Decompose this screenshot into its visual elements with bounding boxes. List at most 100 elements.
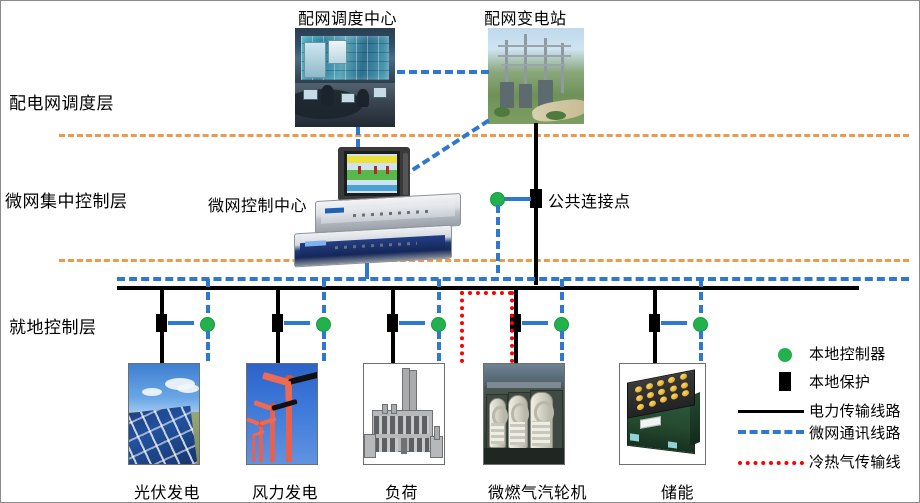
turbine-unit-1: [488, 398, 508, 448]
device-label-wind: 风力发电: [252, 485, 319, 502]
turbine-mast-3: [258, 422, 263, 462]
legend-swatch-comm-line: [738, 430, 804, 434]
switchgear-1: [499, 81, 514, 108]
lattice-tower-4: [560, 43, 564, 94]
legend-swatch-thermal-line: [738, 461, 804, 465]
micro-gas-turbine-image: [483, 363, 565, 465]
legend-label-local-controller: 本地控制器: [809, 347, 886, 363]
comm-drop-wind-up: [322, 279, 326, 313]
factory-door: [400, 438, 408, 454]
battery-cap-4: [668, 375, 676, 384]
plant-floor: [484, 448, 564, 464]
turbine-mast-2: [270, 406, 276, 462]
microgrid-communication-bus: [117, 277, 909, 281]
comm-drop-load-down: [437, 331, 441, 361]
cloud-3: [141, 388, 162, 396]
device-label-energy-storage: 储能: [661, 485, 695, 502]
pcc-protection-square: [530, 189, 542, 208]
hmi-tick-1: [358, 165, 361, 175]
comm-line-dispatch-drop: [356, 127, 360, 147]
comm-drop-pv-down: [206, 331, 210, 361]
pv-generation-image: [128, 363, 200, 465]
dispatch-center-image: [295, 28, 395, 127]
substation-image: [488, 28, 584, 124]
roof-vent-2: [391, 404, 398, 414]
desk-monitor-1: [303, 89, 318, 101]
turbine-fins-3: [532, 421, 551, 446]
comm-drop-mgt-up: [560, 279, 564, 313]
vegetation-1: [493, 106, 510, 117]
wall-panel-left: [304, 41, 326, 78]
turbine-blade-2a: [271, 398, 298, 411]
battery-cap-13: [659, 396, 667, 404]
server-accent: [305, 239, 326, 247]
local-controller-pv: [200, 317, 215, 332]
comm-line-dispatch-to-substation: [397, 70, 489, 74]
legend-label-power-line: 电力传输线路: [809, 404, 901, 420]
wall-panel-center: [328, 39, 347, 64]
power-distribution-bus: [117, 286, 859, 290]
comm-drop-storage-up: [699, 279, 703, 313]
battery-cap-12: [648, 399, 656, 408]
operator-figure-2: [357, 89, 369, 108]
turbine-blade-1a: [288, 369, 317, 385]
factory-annex-left: [364, 434, 377, 458]
comm-drop-storage-down: [699, 331, 703, 361]
turbine-mast-1: [286, 378, 293, 462]
dispatch-center-title: 配网调度中心: [298, 11, 398, 28]
battery-cap-7: [647, 391, 655, 399]
battery-tag-right: [667, 441, 677, 449]
legend-swatch-local-protection: [779, 372, 791, 391]
battery-cap-5: [679, 372, 687, 381]
protection-micro-gas-turbine: [510, 314, 521, 332]
turbine-unit-3: [529, 392, 554, 450]
turbine-blade-3b: [247, 417, 260, 426]
mgcc-hmi-panel: [338, 147, 410, 201]
layer-divider-lower: [59, 259, 909, 262]
comm-drop-load-up: [437, 279, 441, 313]
turbine-fins-1: [491, 423, 504, 445]
pcc-controller-comm-drop: [496, 205, 500, 273]
battery-cap-10: [680, 381, 688, 389]
layer-label-distribution-dispatch: 配电网调度层: [9, 94, 114, 113]
cloud-2: [176, 384, 199, 393]
hmi-bezel: [344, 151, 400, 196]
factory-windows-upper: [374, 416, 429, 434]
desk-monitor-2: [341, 93, 355, 104]
battery-cap-3: [656, 379, 664, 387]
mgcc-server-lower: [294, 224, 452, 268]
comm-link-load: [399, 321, 425, 325]
turbine-blade-1c: [284, 380, 292, 402]
hmi-tick-2: [374, 165, 377, 175]
legend-label-local-protection: 本地保护: [809, 375, 871, 391]
substation-title: 配网变电站: [484, 11, 567, 28]
battery-cap-6: [635, 394, 643, 403]
hmi-bar-blue: [347, 185, 397, 192]
turbine-fins-2: [510, 422, 526, 445]
thermal-line-top-run: [460, 291, 512, 295]
protection-pv: [156, 314, 167, 332]
crossarm-3: [501, 64, 565, 67]
desk-monitor-3: [373, 87, 387, 99]
operator-figure-1: [321, 85, 334, 106]
energy-storage-image: [619, 363, 706, 465]
comm-drop-mgt-down: [560, 331, 564, 361]
pcc-comm-link: [503, 197, 531, 201]
battery-cap-2: [645, 382, 653, 391]
comm-drop-pv-up: [206, 279, 210, 313]
chimney-tall-2: [408, 370, 417, 414]
device-label-pv: 光伏发电: [134, 485, 201, 502]
legend-label-comm-line: 微网通讯线路: [809, 426, 901, 442]
factory-windows-lower-left: [374, 438, 399, 452]
turbine-unit-2: [508, 395, 530, 449]
comm-drop-wind-down: [322, 331, 326, 361]
wind-generation-image: [246, 363, 318, 465]
battery-cap-1: [634, 386, 642, 394]
comm-line-mgcc-drop: [365, 263, 369, 279]
hmi-screen: [347, 154, 397, 193]
battery-cap-9: [669, 384, 677, 392]
switchgear-2: [518, 83, 532, 108]
pv-panel-array: [129, 405, 197, 464]
plant-background: [484, 364, 564, 386]
protection-wind: [272, 314, 283, 332]
